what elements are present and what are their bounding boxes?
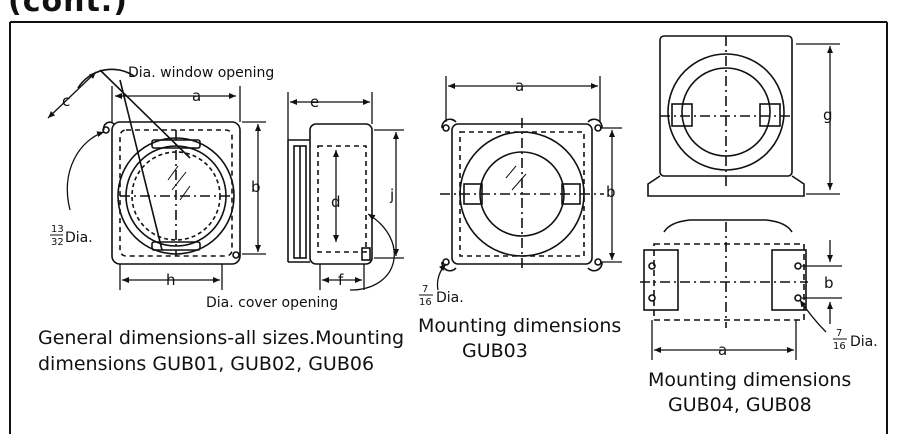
dim-b-gub04: b [824, 274, 834, 292]
cover-opening-label: Dia. cover opening [206, 295, 338, 311]
gub04-top-figure [647, 35, 805, 197]
side-view-figure [287, 123, 373, 265]
hole-dia-7-16-den: 16 [419, 297, 432, 308]
dim-h: h [166, 271, 176, 289]
gub04-plan-figure [640, 219, 808, 328]
hole-dia-13-32-num: 13 [51, 224, 64, 235]
gub04-plan-dimensions [651, 240, 842, 360]
dim-f: f [338, 271, 344, 289]
hole-dia-13-32-den: 32 [51, 237, 64, 248]
hole-dia-7-16-num-r: 7 [836, 328, 842, 339]
caption-middle-line1: Mounting dimensions [418, 315, 621, 337]
header-strip: (cont.) [0, 0, 897, 22]
hole-dia-7-16-num: 7 [422, 284, 428, 295]
gub03-dimensions [436, 76, 622, 291]
dim-a-gub04: a [718, 341, 727, 359]
side-view-dimensions [287, 92, 404, 291]
caption-right-line1: Mounting dimensions [648, 369, 851, 391]
hole-dia-7-16-den-r: 16 [833, 341, 846, 352]
front-view-figure [77, 68, 241, 265]
dim-b-gub03: b [606, 183, 616, 201]
caption-left-line2: dimensions GUB01, GUB02, GUB06 [38, 353, 374, 375]
window-opening-label: Dia. window opening [128, 65, 274, 81]
dim-b-front: b [251, 178, 261, 196]
dim-d: d [331, 193, 341, 211]
header-title-fragment: (cont.) [8, 0, 128, 19]
dim-c: c [62, 92, 70, 110]
gub03-figure [440, 118, 604, 272]
caption-middle-line2: GUB03 [462, 340, 528, 362]
gub04-top-dimensions [796, 43, 840, 195]
hole-dia-7-16-word: Dia. [436, 290, 464, 306]
dim-j: j [389, 186, 394, 204]
caption-left-line1: General dimensions-all sizes.Mounting [38, 327, 404, 349]
dim-g: g [823, 106, 833, 124]
hole-dia-13-32-word: Dia. [65, 230, 93, 246]
sheet-frame [9, 21, 888, 434]
front-view-dimensions [47, 71, 266, 290]
dim-a-gub03: a [515, 77, 524, 95]
dim-e: e [310, 93, 319, 111]
hole-dia-7-16-word-r: Dia. [850, 334, 878, 350]
dim-a-front: a [192, 87, 201, 105]
caption-right-line2: GUB04, GUB08 [668, 394, 812, 416]
